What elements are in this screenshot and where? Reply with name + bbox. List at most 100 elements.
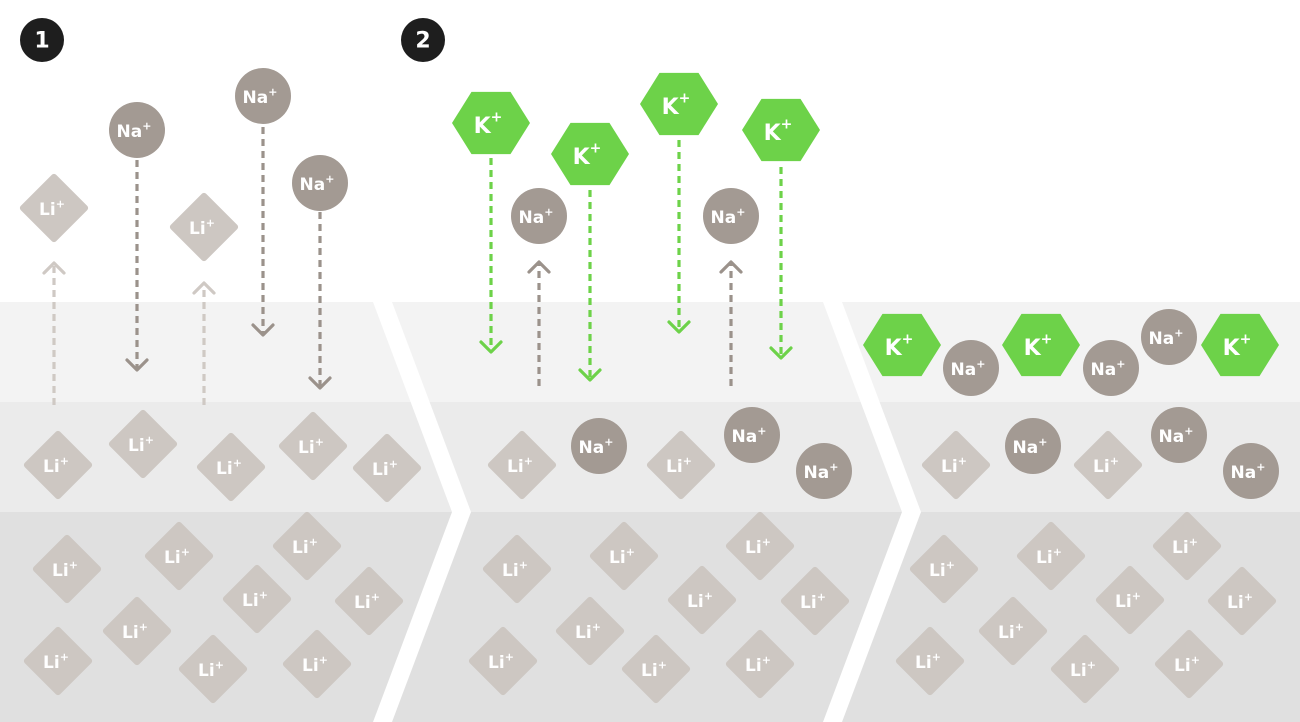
li-ion: Li+ xyxy=(352,433,422,503)
step-badge-2: 2 xyxy=(401,18,445,62)
ion-label: Na+ xyxy=(243,85,278,108)
ion-label: K+ xyxy=(474,110,503,139)
na-ion: Na+ xyxy=(1151,407,1207,463)
li-ion: Li+ xyxy=(334,566,404,636)
ion-label: Na+ xyxy=(951,357,986,380)
ion-label: K+ xyxy=(573,141,602,170)
na-ion: Na+ xyxy=(1223,443,1279,499)
arrow-down xyxy=(125,160,149,372)
ion-label: K+ xyxy=(885,332,914,361)
li-ion: Li+ xyxy=(1154,629,1224,699)
arrow-up xyxy=(192,281,216,405)
li-ion: Li+ xyxy=(19,173,89,243)
band-middle xyxy=(842,402,1300,512)
ion-label: Li+ xyxy=(292,535,318,558)
li-ion: Li+ xyxy=(23,626,93,696)
band-top xyxy=(0,302,452,402)
ion-label: Na+ xyxy=(1159,424,1194,447)
li-ion: Li+ xyxy=(646,430,716,500)
k-ion: K+ xyxy=(452,91,530,155)
li-ion: Li+ xyxy=(978,596,1048,666)
arrow-down xyxy=(667,140,691,334)
ion-label: Na+ xyxy=(732,424,767,447)
ion-label: Li+ xyxy=(1174,653,1200,676)
ion-label: Li+ xyxy=(298,435,324,458)
ion-label: Li+ xyxy=(1036,545,1062,568)
ion-label: Li+ xyxy=(302,653,328,676)
ion-label: Li+ xyxy=(189,216,215,239)
ion-label: Na+ xyxy=(1231,460,1266,483)
ion-label: K+ xyxy=(764,117,793,146)
ion-label: Li+ xyxy=(372,457,398,480)
ion-label: Li+ xyxy=(1115,589,1141,612)
na-ion: Na+ xyxy=(724,407,780,463)
ion-label: Li+ xyxy=(915,650,941,673)
na-ion: Na+ xyxy=(1005,418,1061,474)
na-ion: Na+ xyxy=(796,443,852,499)
li-ion: Li+ xyxy=(921,430,991,500)
na-ion: Na+ xyxy=(109,102,165,158)
li-ion: Li+ xyxy=(23,430,93,500)
k-ion: K+ xyxy=(742,98,820,162)
ion-label: Li+ xyxy=(641,658,667,681)
li-ion: Li+ xyxy=(1207,566,1277,636)
arrow-up xyxy=(527,260,551,386)
li-ion: Li+ xyxy=(278,411,348,481)
li-ion: Li+ xyxy=(1016,521,1086,591)
li-ion: Li+ xyxy=(196,432,266,502)
li-ion: Li+ xyxy=(1073,430,1143,500)
ion-label: Na+ xyxy=(519,205,554,228)
ion-label: Li+ xyxy=(216,456,242,479)
ion-label: Li+ xyxy=(575,620,601,643)
li-ion: Li+ xyxy=(909,534,979,604)
k-ion: K+ xyxy=(640,72,718,136)
arrow-down xyxy=(578,190,602,382)
ion-label: Li+ xyxy=(998,620,1024,643)
ion-label: Li+ xyxy=(687,589,713,612)
k-ion: K+ xyxy=(1201,313,1279,377)
li-ion: Li+ xyxy=(482,534,552,604)
na-ion: Na+ xyxy=(703,188,759,244)
li-ion: Li+ xyxy=(621,634,691,704)
ion-label: Li+ xyxy=(609,545,635,568)
step-badge-1: 1 xyxy=(20,18,64,62)
arrow-down xyxy=(479,158,503,354)
ion-label: K+ xyxy=(662,91,691,120)
li-ion: Li+ xyxy=(282,629,352,699)
band-top xyxy=(392,302,902,402)
migration-arrows xyxy=(42,127,793,405)
li-ion: Li+ xyxy=(108,409,178,479)
ion-label: Li+ xyxy=(1172,535,1198,558)
li-ion: Li+ xyxy=(555,596,625,666)
ion-label: Li+ xyxy=(1227,590,1253,613)
na-ion: Na+ xyxy=(511,188,567,244)
li-ion: Li+ xyxy=(725,629,795,699)
li-ion: Li+ xyxy=(780,566,850,636)
li-ion: Li+ xyxy=(222,564,292,634)
ion-label: Li+ xyxy=(1093,454,1119,477)
ion-label: Li+ xyxy=(507,454,533,477)
li-ion: Li+ xyxy=(589,521,659,591)
na-ion: Na+ xyxy=(571,418,627,474)
ion-label: K+ xyxy=(1223,332,1252,361)
k-ion: K+ xyxy=(1002,313,1080,377)
arrow-up xyxy=(42,261,66,405)
arrow-down xyxy=(308,212,332,390)
ion-label: Li+ xyxy=(164,545,190,568)
ion-label: Li+ xyxy=(1070,658,1096,681)
li-ion: Li+ xyxy=(1152,511,1222,581)
ion-label: Li+ xyxy=(128,433,154,456)
ion-label: Na+ xyxy=(1149,326,1184,349)
li-ion: Li+ xyxy=(169,192,239,262)
ion-label: Li+ xyxy=(122,620,148,643)
ion-label: Na+ xyxy=(804,460,839,483)
li-ion: Li+ xyxy=(1050,634,1120,704)
k-ion: K+ xyxy=(863,313,941,377)
li-ion: Li+ xyxy=(487,430,557,500)
li-ion: Li+ xyxy=(667,565,737,635)
li-ion: Li+ xyxy=(32,534,102,604)
ion-label: Li+ xyxy=(39,197,65,220)
li-ion: Li+ xyxy=(468,626,538,696)
